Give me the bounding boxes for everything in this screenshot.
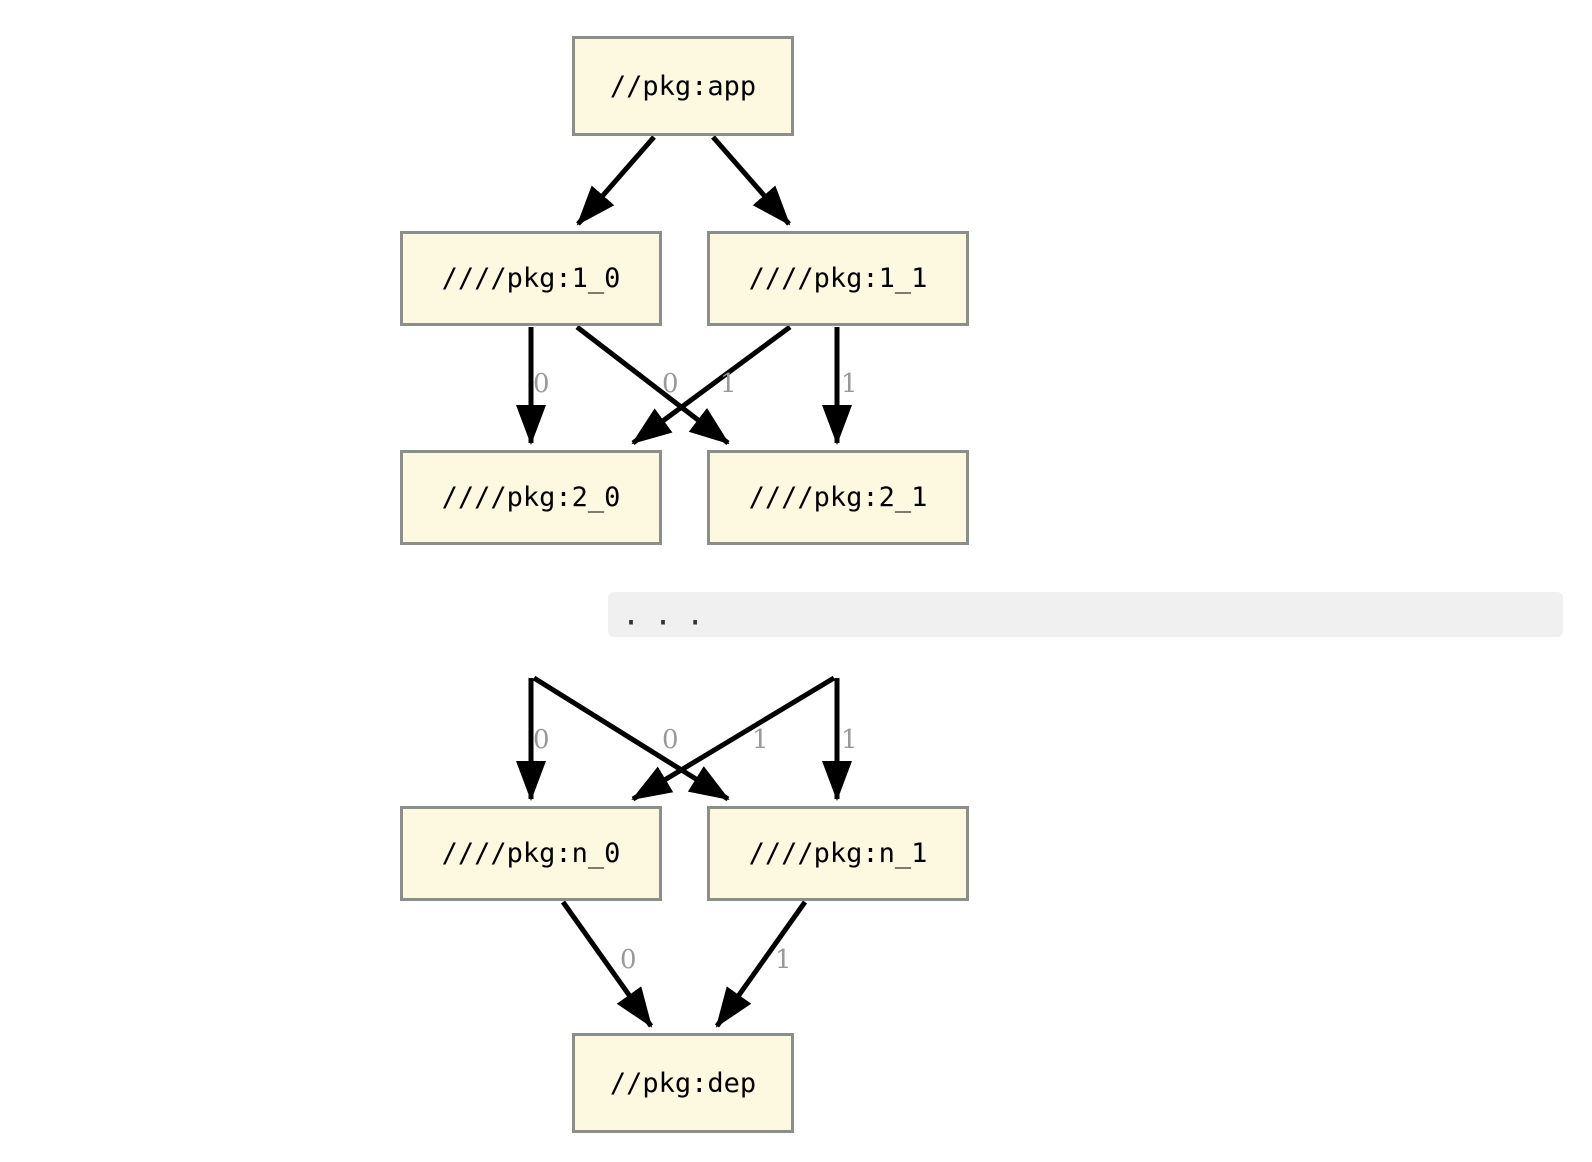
elided-section-band: ··· (608, 592, 1563, 641)
node-label: //pkg:dep (609, 1067, 757, 1099)
node-pkg-n_1[interactable]: ////pkg:n_1 (707, 806, 969, 901)
edge-app-to-1_1 (711, 135, 791, 226)
edge-label-1_0-to-2_1: 0 (662, 369, 679, 399)
edge-label-elided-to-n_0-left: 0 (533, 725, 550, 755)
edge-n_0-to-dep (560, 900, 654, 1028)
node-label: ////pkg:n_0 (441, 838, 621, 869)
edge-elided-to-n_0-cross (631, 675, 836, 802)
edge-1_1-to-2_0 (631, 324, 792, 446)
node-label: ////pkg:2_0 (441, 482, 621, 513)
edge-label-n_1-to-dep: 1 (775, 945, 792, 975)
node-label: ////pkg:2_1 (748, 482, 928, 513)
node-pkg-n_0[interactable]: ////pkg:n_0 (400, 806, 662, 901)
edge-label-1_0-to-2_0: 0 (533, 369, 550, 399)
node-pkg-1_1[interactable]: ////pkg:1_1 (707, 231, 969, 326)
edge-label-elided-to-n_1-cross: 0 (662, 725, 679, 755)
edge-label-elided-to-n_0-cross: 1 (752, 725, 769, 755)
node-pkg-1_0[interactable]: ////pkg:1_0 (400, 231, 662, 326)
edge-label-1_1-to-2_1: 1 (841, 369, 858, 399)
edge-label-n_0-to-dep: 0 (620, 945, 637, 975)
node-pkg-dep[interactable]: //pkg:dep (572, 1033, 794, 1133)
node-label: ////pkg:n_1 (748, 838, 928, 869)
ellipsis-label: ··· (622, 605, 719, 641)
edge-1_0-to-2_1 (575, 325, 730, 445)
edge-label-1_1-to-2_0: 1 (720, 369, 737, 399)
edge-n_1-to-dep (714, 900, 808, 1028)
edge-elided-to-n_1-cross (532, 675, 730, 802)
edge-app-to-1_0 (576, 135, 656, 226)
node-pkg-2_0[interactable]: ////pkg:2_0 (400, 450, 662, 545)
edge-label-elided-to-n_1-right: 1 (841, 725, 858, 755)
node-label: ////pkg:1_1 (748, 263, 928, 294)
node-label: ////pkg:1_0 (441, 263, 621, 294)
node-pkg-app[interactable]: //pkg:app (572, 36, 794, 136)
node-pkg-2_1[interactable]: ////pkg:2_1 (707, 450, 969, 545)
node-label: //pkg:app (609, 70, 757, 102)
